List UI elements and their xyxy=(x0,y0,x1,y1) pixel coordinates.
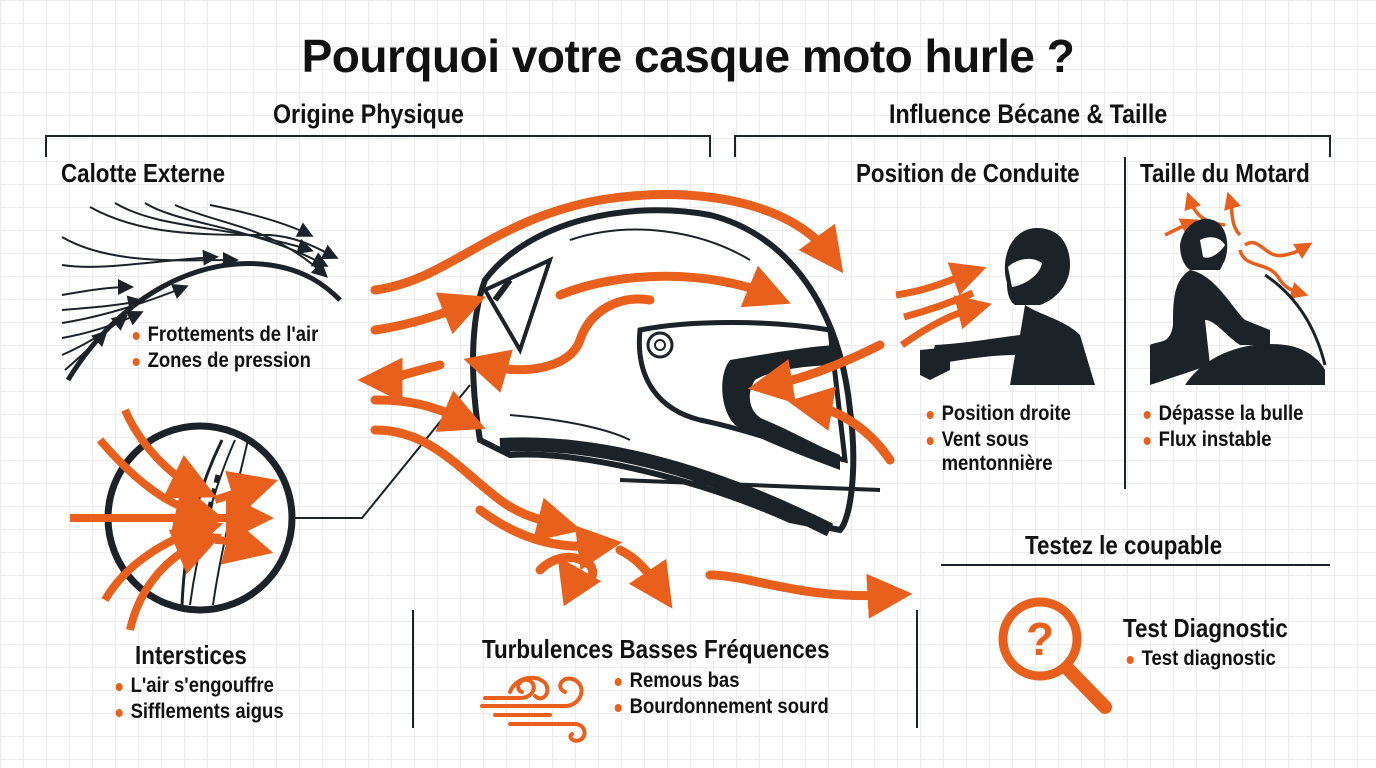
bullet-item: Position droite xyxy=(924,401,1074,427)
taille-title: Taille du Motard xyxy=(1140,158,1310,188)
influence-bracket-right xyxy=(1329,135,1331,157)
divider-bottom-left xyxy=(412,610,414,728)
section-heading-origin: Origine Physique xyxy=(273,99,464,129)
page-title: Pourquoi votre casque moto hurle ? xyxy=(301,30,1075,82)
calotte-title: Calotte Externe xyxy=(61,158,226,188)
bullet-item: Flux instable xyxy=(1141,427,1303,453)
bullet-item: Bourdonnement sourd xyxy=(612,694,829,720)
bullet-item: Vent sous mentonnière xyxy=(924,427,1074,476)
divider-bottom-right xyxy=(916,610,918,728)
bullet-item: L'air s'engouffre xyxy=(113,673,284,699)
position-title: Position de Conduite xyxy=(856,158,1080,188)
bullet-item: Zones de pression xyxy=(130,348,318,374)
origin-bracket-left xyxy=(45,135,47,157)
bullet-item: Dépasse la bulle xyxy=(1141,401,1303,427)
upright-rider-icon xyxy=(895,227,1095,385)
test-bullets: Test diagnostic xyxy=(1124,646,1296,672)
influence-bracket-left xyxy=(734,135,736,157)
bullet-item: Test diagnostic xyxy=(1124,646,1276,672)
calotte-bullets: Frottements de l'air Zones de pression xyxy=(130,322,344,374)
magnifier-question-icon: ? xyxy=(998,597,1112,714)
svg-text:?: ? xyxy=(1026,613,1054,665)
seal-gap-zoom-icon xyxy=(70,408,362,631)
interstices-title: Interstices xyxy=(135,640,247,670)
test-heading: Testez le coupable xyxy=(1025,530,1223,560)
interstices-bullets: L'air s'engouffre Sifflements aigus xyxy=(113,673,307,725)
wind-swirl-icon xyxy=(480,675,587,743)
turbulences-bullets: Remous bas Bourdonnement sourd xyxy=(612,668,858,720)
taille-bullets: Dépasse la bulle Flux instable xyxy=(1141,401,1326,453)
position-bullets: Position droite Vent sous mentonnière xyxy=(924,401,1094,476)
test-heading-underline xyxy=(941,564,1330,566)
section-heading-influence: Influence Bécane & Taille xyxy=(889,99,1168,129)
test-title: Test Diagnostic xyxy=(1123,613,1288,643)
bullet-item: Frottements de l'air xyxy=(130,322,318,348)
divider-position-taille xyxy=(1124,157,1126,489)
airflow-over-shell-icon xyxy=(61,202,342,382)
helmet-airflow-icon xyxy=(357,190,913,619)
bullet-item: Remous bas xyxy=(612,668,829,694)
origin-bracket-right xyxy=(709,135,711,157)
leader-line xyxy=(360,384,471,519)
origin-bracket-top xyxy=(45,135,710,137)
turbulences-title: Turbulences Basses Fréquences xyxy=(482,634,830,664)
bullet-item: Sifflements aigus xyxy=(113,699,284,725)
bullet-text: Vent sous mentonnière xyxy=(941,428,1053,475)
tall-rider-windscreen-icon xyxy=(1150,191,1327,385)
influence-bracket-top xyxy=(734,135,1330,137)
